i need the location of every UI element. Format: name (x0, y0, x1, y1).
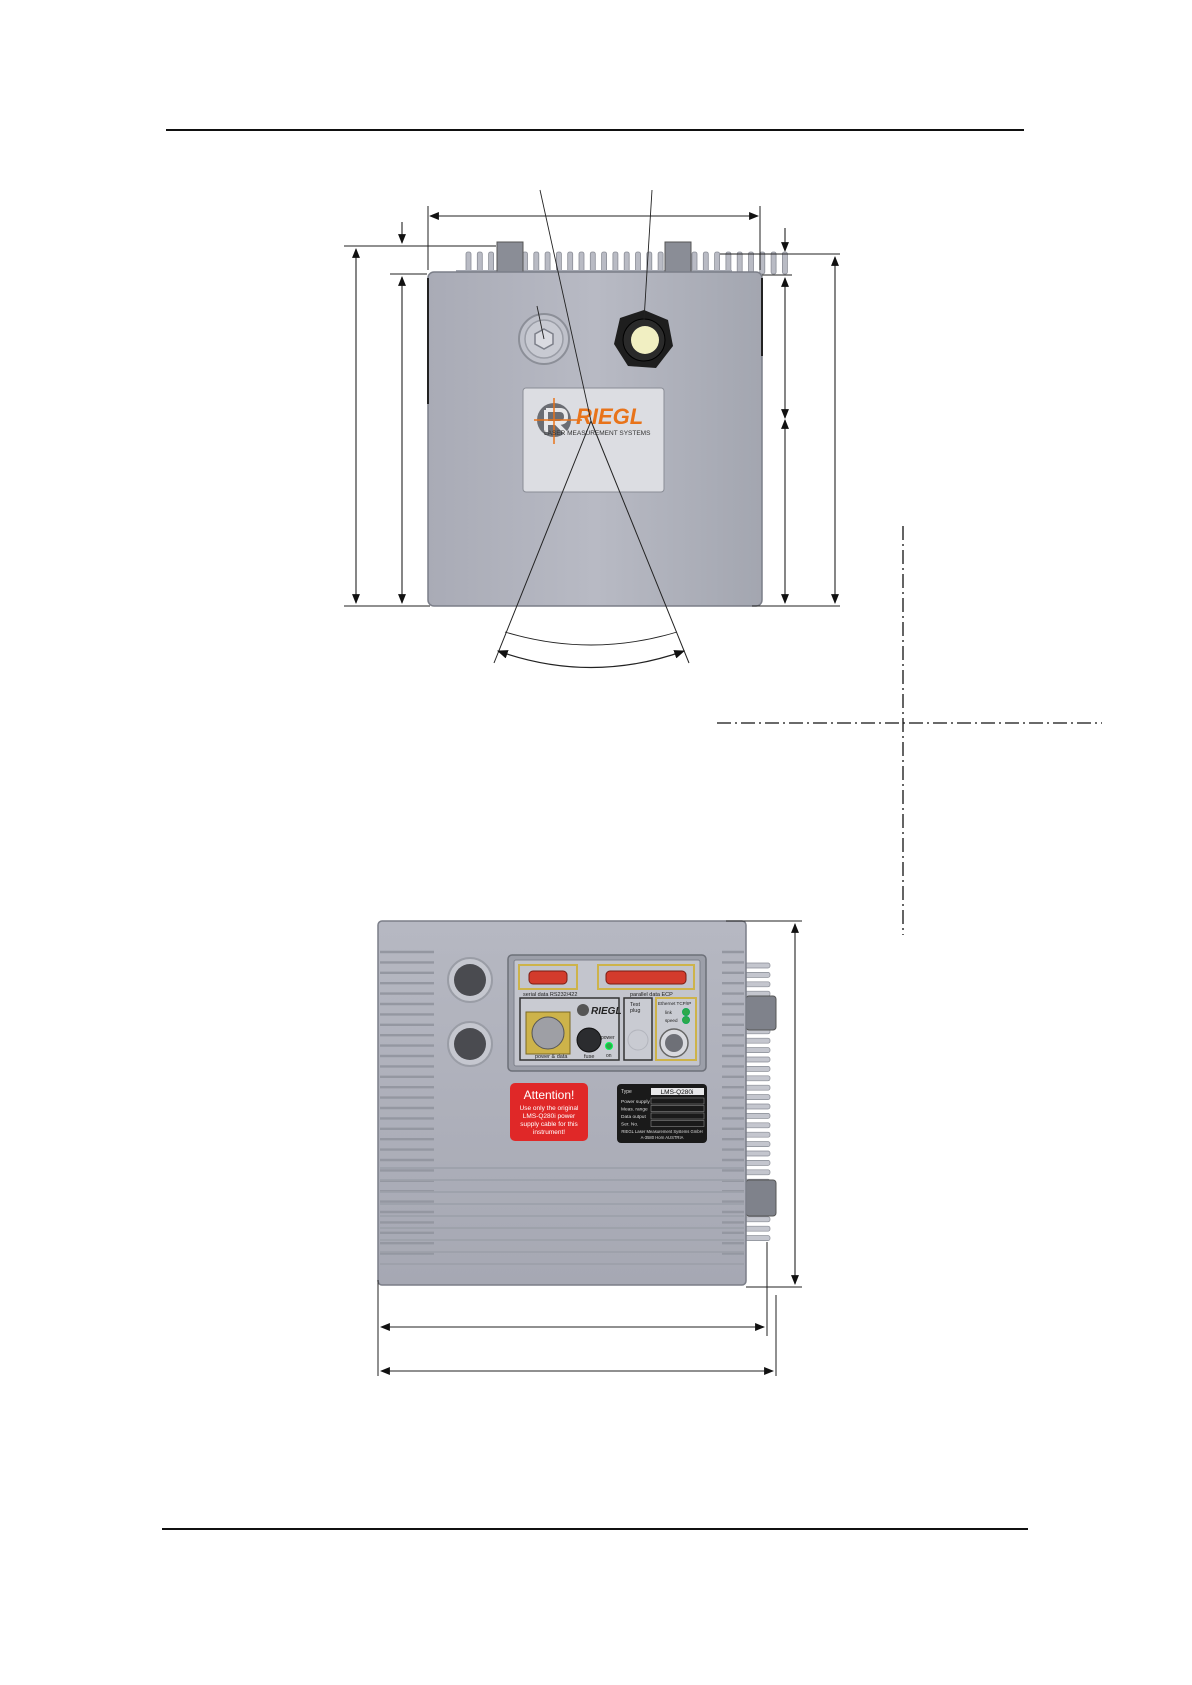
link-led (682, 1008, 690, 1016)
type-plate-row-label: Meas. range (621, 1107, 648, 1113)
port-cover-lower (447, 1021, 493, 1067)
power-led-state: on (606, 1053, 612, 1059)
speed-led (682, 1016, 690, 1024)
link-label: link (665, 1010, 673, 1015)
type-plate-row-label: Data output (621, 1114, 646, 1120)
label-plate: RIEGL LASER MEASUREMENT SYSTEMS (522, 387, 665, 493)
svg-text:RIEGL: RIEGL (591, 1006, 622, 1017)
maker-line2: A-3580 Horn AUSTRIA (641, 1135, 684, 1140)
attention-label: Attention! Use only the original LMS-Q28… (510, 1083, 588, 1141)
ethernet-label: Ethernet TCP/IP (658, 1001, 691, 1006)
type-label: Type (621, 1089, 632, 1095)
riegl-tagline: LASER MEASUREMENT SYSTEMS (544, 430, 651, 437)
riegl-logo-icon (534, 398, 582, 444)
serial-port (528, 970, 568, 985)
side-connector-bottom (745, 1179, 777, 1217)
header-rule (166, 129, 1024, 131)
attention-title: Attention! (524, 1088, 575, 1102)
fuse-label: fuse (584, 1054, 594, 1060)
parallel-label: parallel data ECP (630, 992, 673, 998)
serial-label: serial data RS232/422 (523, 992, 577, 998)
type-plate-row-field (650, 1120, 705, 1127)
speed-label: speed (665, 1018, 678, 1023)
type-plate-row-field (650, 1097, 705, 1105)
type-plate-row-label: Ser. No. (621, 1122, 638, 1128)
test-plug (627, 1029, 649, 1051)
riegl-brand: RIEGL (576, 404, 643, 429)
attention-line2: LMS-Q280i power (523, 1113, 576, 1120)
power-data-label: power & data (535, 1054, 568, 1060)
power-led (605, 1042, 613, 1050)
type-value: LMS-Q280i (661, 1089, 694, 1096)
housing-ribs (380, 950, 744, 1265)
mounting-post-right (664, 241, 692, 275)
maker-line1: RIEGL Laser Measurement Systems GmbH (621, 1129, 702, 1134)
fuse-holder (576, 1027, 602, 1053)
parallel-port (605, 970, 687, 985)
serial-port-frame (518, 964, 578, 990)
side-connector-top (745, 995, 777, 1031)
type-plate-row-label: Power supply (621, 1099, 650, 1105)
attention-line1: Use only the original (520, 1105, 579, 1112)
mounting-post-left (496, 241, 524, 275)
top-view: RIEGL LASER MEASUREMENT SYSTEMS (344, 189, 840, 669)
port-cover-upper (447, 957, 493, 1003)
footer-rule (162, 1528, 1028, 1530)
cooling-fins-side (743, 962, 771, 1241)
power-led-label: power (601, 1035, 615, 1041)
cable-gland-icon (614, 310, 673, 368)
parallel-port-frame (597, 964, 695, 990)
attention-line3: supply cable for this (520, 1121, 578, 1128)
front-view: serial data RS232/422 parallel data ECP … (377, 920, 802, 1376)
center-axes (717, 526, 1102, 935)
connector-panel: serial data RS232/422 parallel data ECP … (507, 954, 707, 1072)
attention-line4: instrument! (533, 1129, 565, 1136)
type-plate-row-field (650, 1112, 705, 1120)
type-plate-row-field (650, 1105, 705, 1112)
panel-logo: RIEGL (577, 1004, 622, 1017)
test-plug-label: Test plug (630, 1002, 642, 1014)
